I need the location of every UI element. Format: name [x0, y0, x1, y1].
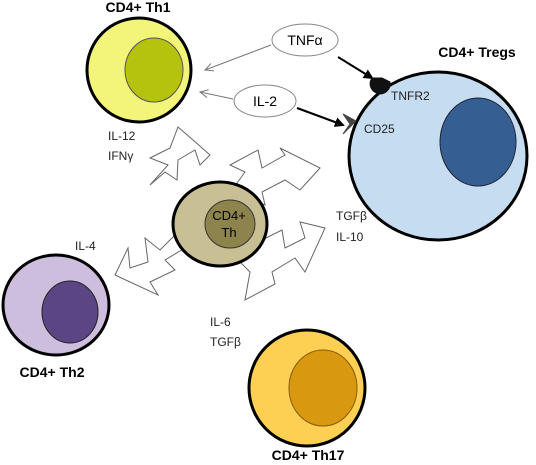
- tregs-label: CD4+ Tregs: [438, 44, 516, 60]
- zigzag-arrow-tregs: [228, 147, 321, 206]
- th2-cell: CD4+ Th2: [1, 253, 111, 380]
- th17-cytokine-tgfb: TGFβ: [210, 335, 241, 349]
- th-label-line1: CD4+: [212, 208, 246, 223]
- treg-cytokine-tgfb: TGFβ: [336, 209, 367, 223]
- tnfa-signal: TNFα: [271, 23, 339, 57]
- th-cell: CD4+ Th: [171, 180, 269, 268]
- tregs-nucleus: [439, 97, 517, 187]
- tnfr2-label: TNFR2: [391, 89, 430, 103]
- tnfa-label: TNFα: [287, 32, 322, 48]
- cd25-label: CD25: [364, 122, 395, 136]
- cd25-receptor-icon: [342, 113, 357, 135]
- tnfr2-receptor-icon: [369, 77, 391, 95]
- zigzag-arrow-th2: [114, 234, 186, 297]
- th17-label: CD4+ Th17: [272, 447, 345, 463]
- th1-nucleus: [124, 37, 184, 103]
- th1-label: CD4+ Th1: [106, 0, 171, 15]
- th17-cytokine-il6: IL-6: [210, 315, 231, 329]
- treg-cytokine-il10: IL-10: [336, 230, 364, 244]
- th17-nucleus: [288, 349, 358, 427]
- th2-cytokine-il4: IL-4: [75, 239, 96, 253]
- th-label-line2: Th: [221, 225, 236, 240]
- il2-label: IL-2: [253, 93, 277, 109]
- il2-to-cd25-arrow: [296, 107, 345, 127]
- zigzag-arrow-th1: [148, 126, 211, 186]
- tnfa-bubble: [271, 23, 339, 57]
- th1-cell: CD4+ Th1: [85, 0, 193, 124]
- il2-signal: IL-2: [233, 84, 297, 118]
- th-nucleus: [204, 199, 256, 249]
- th2-nucleus: [41, 280, 99, 344]
- tregs-cell: CD4+ Tregs TNFR2 CD25: [342, 44, 529, 242]
- il2-bubble: [233, 84, 297, 118]
- il2-to-th1-arrow: [200, 92, 234, 100]
- th17-cell: CD4+ Th17: [247, 328, 367, 463]
- tnfa-to-th1-arrow: [205, 44, 272, 70]
- th1-cytokine-il12: IL-12: [108, 129, 136, 143]
- th2-label: CD4+ Th2: [20, 364, 85, 380]
- tnfa-to-tnfr2-arrow: [337, 56, 374, 80]
- th1-cytokine-ifng: IFNγ: [108, 149, 133, 163]
